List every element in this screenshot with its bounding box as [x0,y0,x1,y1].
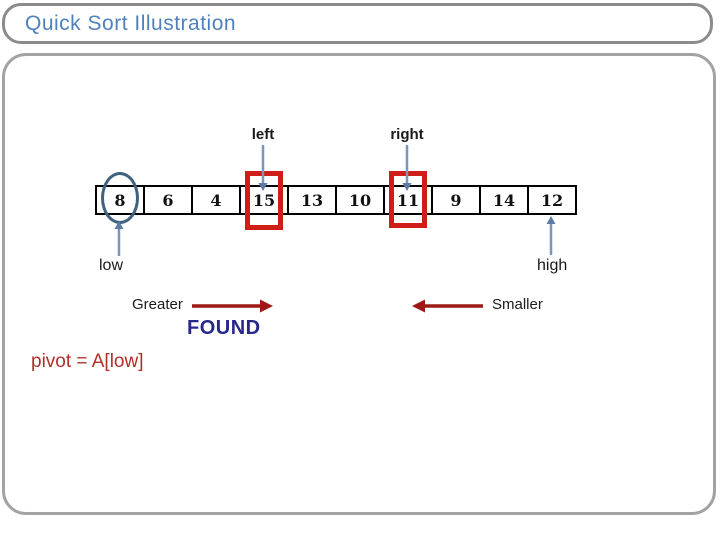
array-cell: 4 [191,185,241,215]
array-cell: 10 [335,185,385,215]
found-status-label: FOUND [187,317,261,339]
array-cell: 13 [287,185,337,215]
greater-direction-label: Greater [132,296,183,313]
smaller-direction-label: Smaller [492,296,543,313]
pivot-circle-highlight [101,172,139,224]
pivot-formula-label: pivot = A[low] [31,351,144,372]
page-title: Quick Sort Illustration [25,11,237,35]
array-cell: 6 [143,185,193,215]
low-index-label: low [99,257,124,274]
slide-title-bar: Quick Sort Illustration [2,3,713,44]
array-cell: 14 [479,185,529,215]
high-index-label: high [537,257,568,274]
array-cell: 9 [431,185,481,215]
right-pointer-highlight-box [389,171,427,228]
right-pointer-label: right [390,126,424,143]
array-row: 8 6 4 15 13 10 11 9 14 12 [95,185,577,215]
array-cell: 12 [527,185,577,215]
left-pointer-highlight-box [245,171,283,230]
slide-content-frame [2,53,716,515]
left-pointer-label: left [251,126,275,143]
